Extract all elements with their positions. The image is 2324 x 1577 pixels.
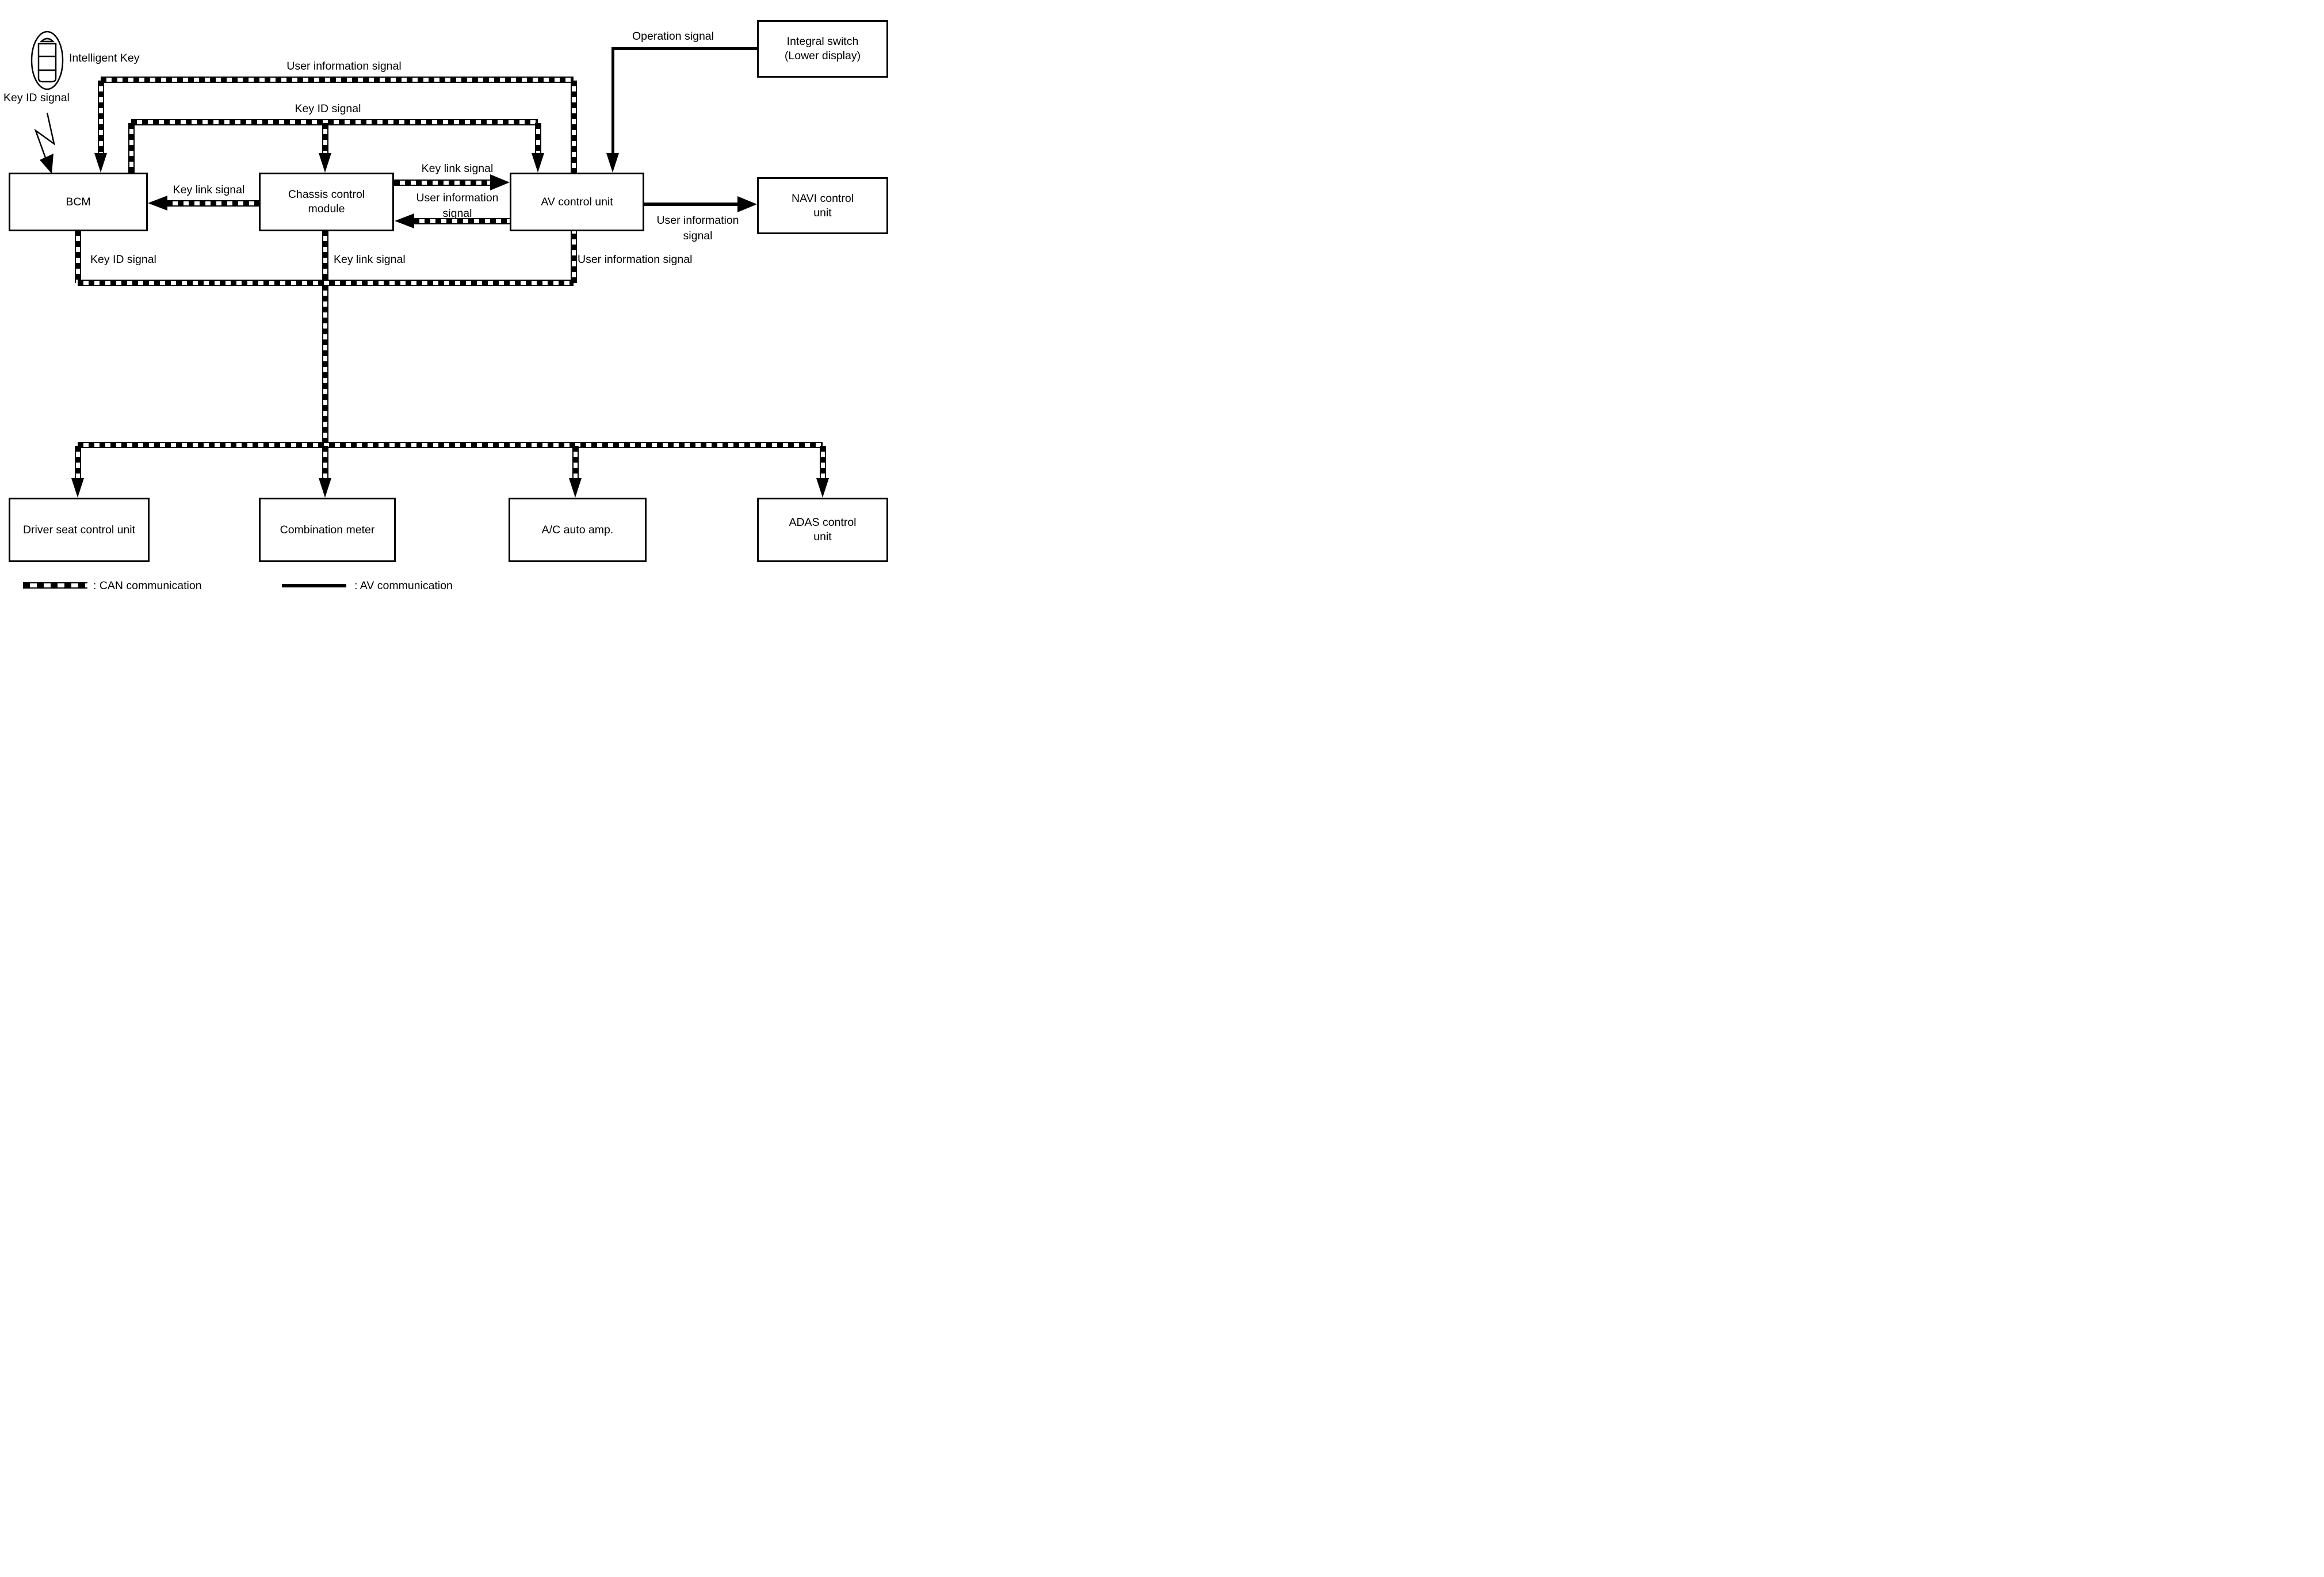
node-bcm: BCM (9, 173, 148, 231)
node-adas-control-unit: ADAS control unit (757, 498, 888, 562)
bus2-drop-driver-seat (75, 446, 81, 478)
node-navi-label: NAVI control unit (791, 192, 854, 219)
av-navi-line (644, 203, 739, 206)
node-av-label: AV control unit (541, 195, 613, 208)
operation-signal-vertical (611, 47, 614, 153)
bcm-bottom-vertical (75, 230, 81, 283)
av-navi-arrowhead (737, 196, 757, 212)
legend-can-swatch (23, 582, 87, 589)
can-bus-2 (78, 442, 823, 448)
node-combination-label: Combination meter (280, 523, 375, 536)
key-id-av-arrowhead (532, 153, 544, 173)
key-link-av-line (394, 180, 492, 186)
key-link-bus-label: Key link signal (334, 253, 406, 266)
key-id-annotation-label: Key ID signal (3, 91, 70, 104)
key-id-chassis-arrowhead (319, 153, 331, 173)
user-info-top-label: User information signal (286, 60, 402, 72)
user-info-av-navi-label: User information signal (656, 214, 739, 242)
operation-signal-label: Operation signal (632, 30, 714, 43)
node-ac-label: A/C auto amp. (541, 523, 614, 536)
node-chassis-label: Chassis control module (288, 188, 365, 215)
ac-arrowhead (569, 478, 582, 498)
diagram-canvas: Intelligent Key Key ID signal User infor… (0, 0, 889, 603)
key-id-zigzag-arrow (34, 112, 55, 174)
key-link-av-arrowhead (490, 174, 510, 190)
driver-seat-arrowhead (71, 478, 84, 498)
bus2-drop-adas (820, 446, 826, 478)
key-link-bcm-label: Key link signal (173, 184, 245, 196)
bus2-drop-combination (322, 446, 328, 478)
node-chassis-control-module: Chassis control module (259, 173, 394, 231)
node-adas-label: ADAS control unit (789, 516, 857, 543)
legend-av-swatch (282, 584, 346, 587)
intelligent-key-icon (30, 30, 64, 90)
node-driver-seat-label: Driver seat control unit (22, 523, 136, 536)
legend-can-label: : CAN communication (93, 579, 202, 592)
chassis-bottom-vertical (322, 230, 328, 445)
operation-signal-line (613, 47, 757, 50)
key-link-bcm-arrowhead (148, 196, 167, 211)
user-info-drop-bcm (98, 81, 104, 154)
combination-arrowhead (319, 478, 331, 498)
key-id-drop-av (535, 123, 541, 153)
user-info-bus-label: User information signal (578, 253, 693, 266)
key-id-top-line (131, 119, 538, 125)
key-id-top-label: Key ID signal (295, 102, 361, 115)
operation-av-arrowhead (606, 153, 619, 173)
user-info-chassis-av-label: User information signal (416, 192, 499, 220)
user-info-chassis-arrowhead (395, 213, 414, 228)
user-info-bcm-arrowhead (94, 153, 107, 173)
user-info-chassis-line (414, 218, 510, 224)
bus2-drop-ac (572, 446, 579, 478)
key-id-drop-bcm (128, 123, 135, 173)
node-navi-control-unit: NAVI control unit (757, 177, 888, 234)
node-bcm-label: BCM (66, 195, 91, 208)
key-id-drop-chassis (322, 123, 328, 153)
node-combination-meter: Combination meter (259, 498, 396, 562)
node-integral-switch: Integral switch (Lower display) (757, 20, 888, 78)
legend-av-label: : AV communication (354, 579, 453, 592)
can-bus-1 (78, 280, 574, 286)
user-info-top-line (101, 77, 574, 83)
key-link-bcm-line (167, 200, 259, 207)
key-link-chassis-av-label: Key link signal (421, 162, 494, 175)
node-ac-auto-amp: A/C auto amp. (509, 498, 647, 562)
key-id-bus-label: Key ID signal (90, 253, 156, 266)
node-integral-label: Integral switch (Lower display) (784, 35, 861, 62)
adas-arrowhead (816, 478, 829, 498)
intelligent-key-label: Intelligent Key (69, 52, 140, 64)
node-av-control-unit: AV control unit (510, 173, 644, 231)
node-driver-seat-control-unit: Driver seat control unit (9, 498, 150, 562)
